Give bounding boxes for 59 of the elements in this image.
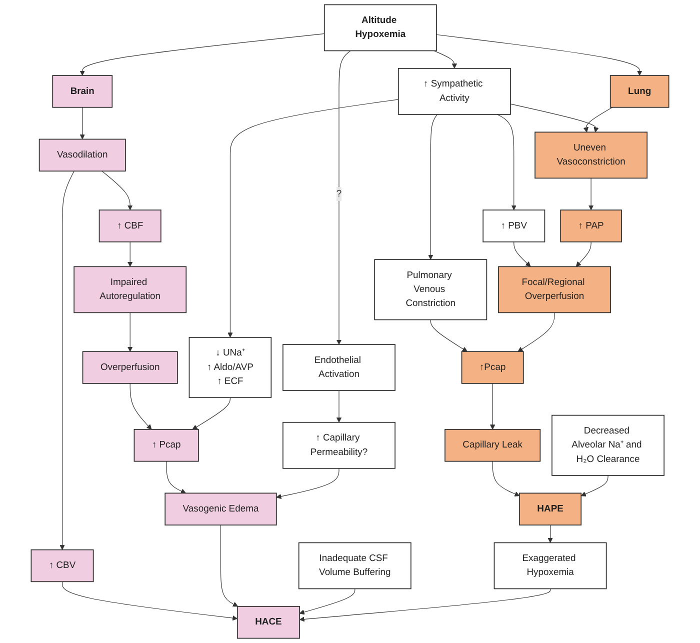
arrow xyxy=(510,104,599,132)
node-box: Vasodilation xyxy=(38,138,126,172)
node-box: HACE xyxy=(236,606,300,639)
arrow xyxy=(80,33,325,76)
node-box: Focal/Regional Overperfusion xyxy=(498,266,611,314)
arrow xyxy=(220,524,238,607)
arrow xyxy=(576,242,592,267)
arrow xyxy=(548,524,553,543)
arrow xyxy=(497,114,516,210)
arrow xyxy=(128,242,133,267)
arrow xyxy=(299,588,356,615)
node-box: Altitude Hypoxemia xyxy=(324,4,437,52)
node-box: Pulmonary Venous Constriction xyxy=(374,259,488,320)
arrow xyxy=(492,461,520,496)
node-box: Lung xyxy=(610,75,670,108)
arrow xyxy=(228,99,399,338)
node-box: Brain xyxy=(52,75,113,108)
arrow xyxy=(192,397,230,430)
arrow xyxy=(276,468,340,499)
node-box: Impaired Autoregulation xyxy=(74,266,187,314)
node-box: Exaggerated Hypoxemia xyxy=(494,542,607,590)
node-box: ↑ CBF xyxy=(98,210,162,242)
arrow xyxy=(490,383,496,430)
node-box: ↑ PAP xyxy=(560,210,622,242)
node-box: Vasogenic Edema xyxy=(164,492,277,526)
arrow xyxy=(580,475,608,496)
arrow xyxy=(102,170,133,210)
arrow xyxy=(80,107,85,140)
node-box: ↑ Sympathetic Activity xyxy=(398,68,511,115)
arrow xyxy=(130,383,152,430)
arrow xyxy=(166,461,186,494)
node-box: Endothelial Activation xyxy=(282,344,396,391)
arrow xyxy=(62,581,238,621)
node-box: Decreased Alveolar Na⁺ and H₂O Clearance xyxy=(552,414,664,476)
arrow xyxy=(60,170,74,550)
arrow xyxy=(583,107,613,132)
edge-label: ? xyxy=(336,188,342,199)
node-box: ↑ Capillary Permeability? xyxy=(282,422,396,469)
node-box: ↓ UNa⁺ ↑ Aldo/AVP ↑ ECF xyxy=(188,336,272,398)
node-box: ↑ PBV xyxy=(482,210,546,242)
arrow xyxy=(436,34,642,76)
node-box: ↑ Pcap xyxy=(134,429,199,462)
arrow xyxy=(514,242,531,267)
node-box: Uneven Vasoconstriction xyxy=(534,132,648,179)
arrow xyxy=(336,50,351,345)
node-box: Inadequate CSF Volume Buffering xyxy=(298,542,412,590)
arrow xyxy=(428,114,438,260)
arrow xyxy=(518,312,555,352)
node-box: Capillary Leak xyxy=(444,429,541,462)
node-box: HAPE xyxy=(519,492,582,526)
arrow xyxy=(336,390,342,423)
arrow xyxy=(128,312,133,352)
arrow xyxy=(430,319,468,352)
arrow xyxy=(299,588,551,622)
node-box: ↑ CBV xyxy=(30,549,94,582)
arrow xyxy=(588,178,594,210)
arrow xyxy=(434,50,458,69)
node-box: ↑Pcap xyxy=(461,351,524,384)
node-box: Overperfusion xyxy=(82,351,178,384)
